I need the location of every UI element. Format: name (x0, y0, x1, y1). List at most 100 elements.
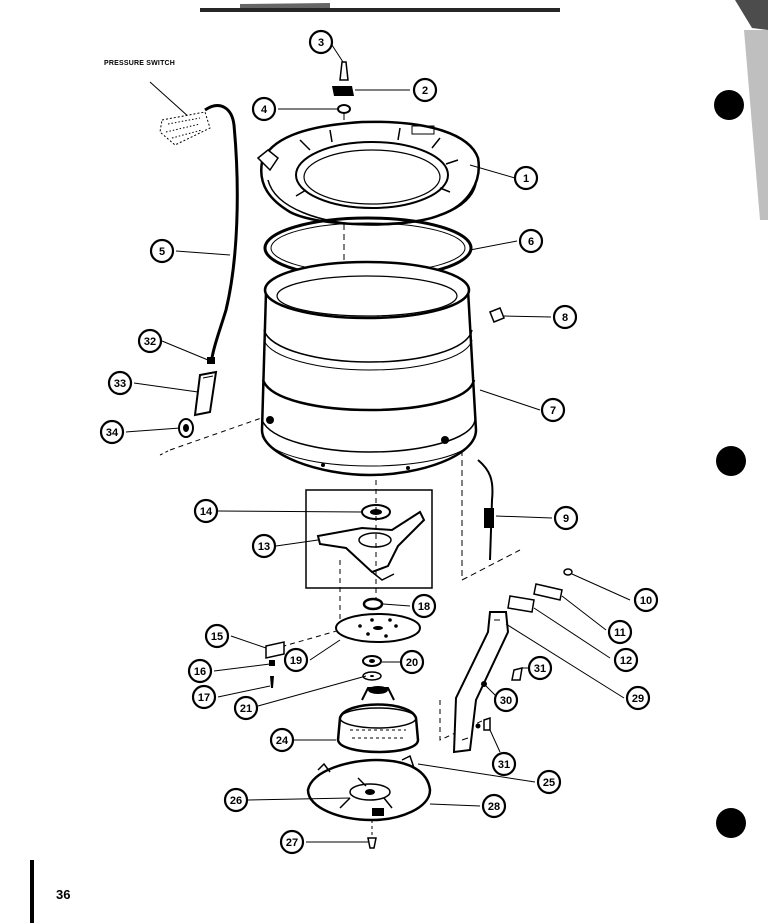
callout-c25: 25 (536, 769, 562, 795)
callout-number: 18 (418, 601, 430, 613)
washer-4 (337, 104, 351, 114)
callout-c2: 2 (412, 77, 438, 103)
callout-c14: 14 (193, 498, 219, 524)
screw-17 (270, 676, 274, 688)
plate-11 (533, 583, 563, 601)
spider-support-13 (316, 510, 426, 581)
callout-c16: 16 (187, 658, 213, 684)
tub-ring (256, 120, 480, 226)
air-dome (193, 370, 218, 417)
screw-31-upper (511, 666, 523, 681)
callout-c6: 6 (518, 228, 544, 254)
callout-c30: 30 (493, 687, 519, 713)
callout-number: 16 (194, 666, 206, 678)
callout-c19: 19 (283, 647, 309, 673)
callout-number: 20 (406, 657, 418, 669)
pressure-switch-leader (149, 81, 191, 119)
callout-c15: 15 (204, 623, 230, 649)
page-number: 36 (56, 887, 71, 902)
binder-hole-top (714, 90, 744, 120)
callout-number: 12 (620, 655, 632, 667)
bracket-15 (265, 641, 285, 659)
callout-number: 19 (290, 655, 302, 667)
callout-number: 31 (534, 663, 546, 675)
pressure-switch-part (159, 111, 211, 146)
callout-number: 24 (276, 735, 289, 747)
callout-c27: 27 (279, 829, 305, 855)
callout-c4: 4 (251, 96, 277, 122)
callout-number: 21 (240, 703, 252, 715)
screw-31-lower (475, 716, 491, 731)
callout-number: 8 (562, 312, 568, 324)
callout-number: 9 (563, 513, 569, 525)
plate-12 (507, 595, 535, 613)
callout-number: 5 (159, 246, 165, 258)
callout-c28: 28 (481, 793, 507, 819)
grommet (178, 418, 194, 438)
callout-number: 2 (422, 85, 428, 97)
callout-c29: 29 (625, 685, 651, 711)
callout-c7: 7 (540, 397, 566, 423)
callout-c26: 26 (223, 787, 249, 813)
callout-number: 1 (523, 173, 529, 185)
callout-number: 32 (144, 336, 156, 348)
screw-3 (339, 61, 349, 81)
callout-c1: 1 (513, 165, 539, 191)
mounting-frame-box (305, 489, 433, 589)
clip-16 (269, 660, 275, 666)
callout-number: 30 (500, 695, 512, 707)
callout-number: 13 (258, 541, 270, 553)
callout-c3: 3 (308, 29, 334, 55)
nut-20 (362, 655, 382, 667)
callout-number: 28 (488, 801, 500, 813)
callout-number: 31 (498, 759, 510, 771)
hose-clamp-32 (207, 357, 215, 364)
callout-c18: 18 (411, 593, 437, 619)
callout-c34: 34 (99, 419, 125, 445)
callout-c20: 20 (399, 649, 425, 675)
outer-tub (260, 260, 478, 477)
callout-c21: 21 (233, 695, 259, 721)
callout-number: 25 (543, 777, 555, 789)
callout-number: 11 (614, 627, 626, 639)
pulley-19 (335, 613, 421, 643)
leader-lines (125, 41, 631, 843)
callout-c8: 8 (552, 304, 578, 330)
screw-10 (563, 568, 573, 576)
callout-number: 6 (528, 236, 534, 248)
callout-number: 17 (198, 692, 210, 704)
scan-edge-artifact (30, 0, 768, 923)
callout-c31a: 31 (527, 655, 553, 681)
callout-number: 14 (200, 506, 213, 518)
callout-c33: 33 (107, 370, 133, 396)
clip-8 (489, 307, 505, 323)
callout-c17: 17 (191, 684, 217, 710)
screw-27 (367, 837, 377, 849)
callout-number: 29 (632, 693, 644, 705)
callout-c9: 9 (553, 505, 579, 531)
callout-number: 33 (114, 378, 126, 390)
callout-c10: 10 (633, 587, 659, 613)
binder-hole-middle (716, 446, 746, 476)
callout-number: 3 (318, 37, 324, 49)
callout-c13: 13 (251, 533, 277, 559)
pressure-switch-label: PRESSURE SWITCH (104, 60, 175, 67)
callout-c31b: 31 (491, 751, 517, 777)
water-level-hose (477, 459, 494, 561)
bearing-18 (362, 597, 384, 611)
callout-number: 27 (286, 837, 298, 849)
callout-number: 7 (550, 405, 556, 417)
callout-c11: 11 (607, 619, 633, 645)
leg-29 (452, 611, 510, 754)
callout-number: 34 (106, 427, 119, 439)
bracket-2 (332, 86, 354, 96)
transmission-24 (336, 686, 420, 754)
pressure-hose (204, 104, 239, 359)
callout-c5: 5 (149, 238, 175, 264)
callout-number: 26 (230, 795, 242, 807)
callout-number: 10 (640, 595, 652, 607)
callout-number: 15 (211, 631, 223, 643)
binder-hole-bottom (716, 808, 746, 838)
